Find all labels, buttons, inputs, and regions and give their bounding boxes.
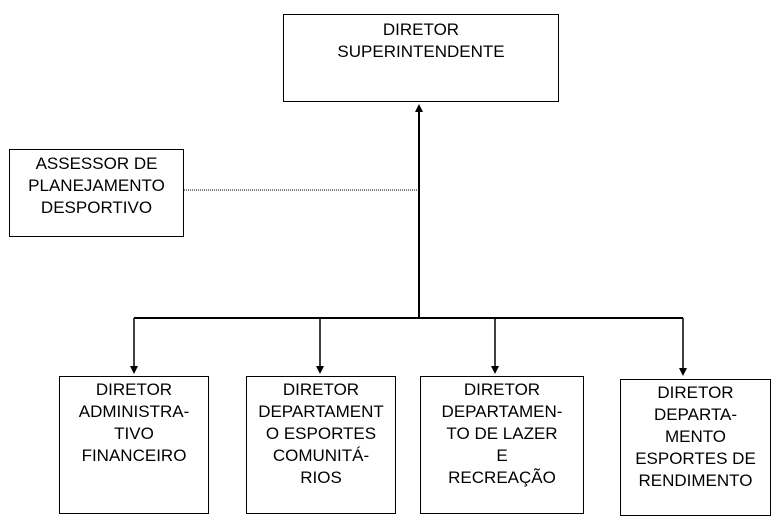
department-box-community-sports: DIRETOR DEPARTAMENT O ESPORTES COMUNITÁ-…	[246, 376, 396, 514]
dept-1-line-2: ADMINISTRA-	[78, 402, 190, 421]
department-box-performance-sports: DIRETOR DEPARTA- MENTO ESPORTES DE RENDI…	[620, 379, 771, 516]
dept-4-line-4: ESPORTES DE	[635, 449, 756, 468]
dept-3-line-4: E	[496, 446, 508, 465]
dept-4-line-2: DEPARTA-	[653, 405, 738, 424]
dept-3-line-3: TO DE LAZER	[446, 424, 558, 443]
dept-1-line-1: DIRETOR	[95, 380, 173, 399]
dept-1-line-3: TIVO	[114, 424, 154, 443]
dept-2-line-1: DIRETOR	[282, 380, 360, 399]
top-director-line-1: DIRETOR	[382, 20, 460, 39]
dept-2-line-3: O ESPORTES	[265, 424, 377, 443]
department-box-admin-finance: DIRETOR ADMINISTRA- TIVO FINANCEIRO	[59, 376, 209, 514]
advisor-line-3: DESPORTIVO	[40, 198, 153, 217]
dept-3-line-1: DIRETOR	[463, 380, 541, 399]
advisor-box: ASSESSOR DE PLANEJAMENTO DESPORTIVO	[9, 149, 184, 237]
dept-4-line-3: MENTO	[664, 427, 727, 446]
dept-2-line-5: RIOS	[300, 468, 342, 487]
dept-4-line-1: DIRETOR	[657, 383, 734, 402]
dept-3-line-5: RECREAÇÃO	[448, 468, 556, 487]
top-director-box: DIRETOR SUPERINTENDENTE	[283, 14, 559, 102]
dept-4-line-5: RENDIMENTO	[638, 471, 753, 490]
department-box-leisure-recreation: DIRETOR DEPARTAMEN- TO DE LAZER E RECREA…	[420, 376, 584, 514]
dept-2-line-4: COMUNITÁ-	[272, 446, 370, 465]
advisor-line-2: PLANEJAMENTO	[28, 176, 165, 195]
advisor-line-1: ASSESSOR DE	[35, 154, 158, 173]
dept-3-line-2: DEPARTAMEN-	[441, 402, 563, 421]
dept-1-line-4: FINANCEIRO	[81, 446, 187, 465]
dept-2-line-2: DEPARTAMENT	[258, 402, 384, 421]
top-director-line-2: SUPERINTENDENTE	[337, 42, 505, 61]
